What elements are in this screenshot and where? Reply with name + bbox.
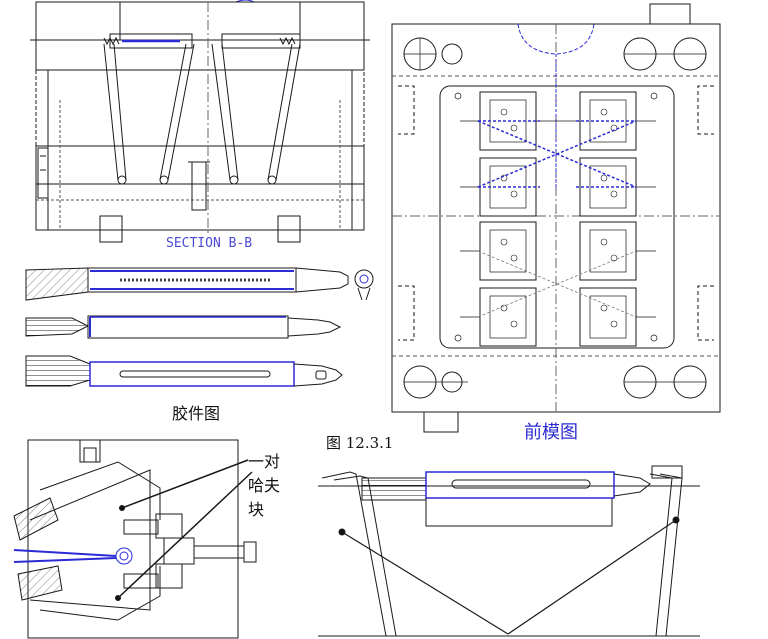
front-mold-caption: 前模图 bbox=[524, 422, 578, 443]
cavity-grid bbox=[460, 91, 656, 347]
part-drawing-top bbox=[25, 267, 374, 301]
slider-detail-view bbox=[13, 439, 257, 639]
slider-pair-label: 一对哈夫块 bbox=[248, 452, 281, 519]
part-drawing-caption: 胶件图 bbox=[172, 404, 221, 423]
front-mold-view bbox=[391, 3, 721, 433]
assembly-view bbox=[318, 465, 700, 637]
section-b-b-label: SECTION B-B bbox=[166, 236, 253, 251]
section-b-b-view bbox=[30, 0, 370, 243]
part-drawing-bottom bbox=[25, 355, 343, 387]
figure-number: 图 12.3.1 bbox=[326, 434, 394, 452]
part-drawing-middle bbox=[25, 315, 342, 339]
